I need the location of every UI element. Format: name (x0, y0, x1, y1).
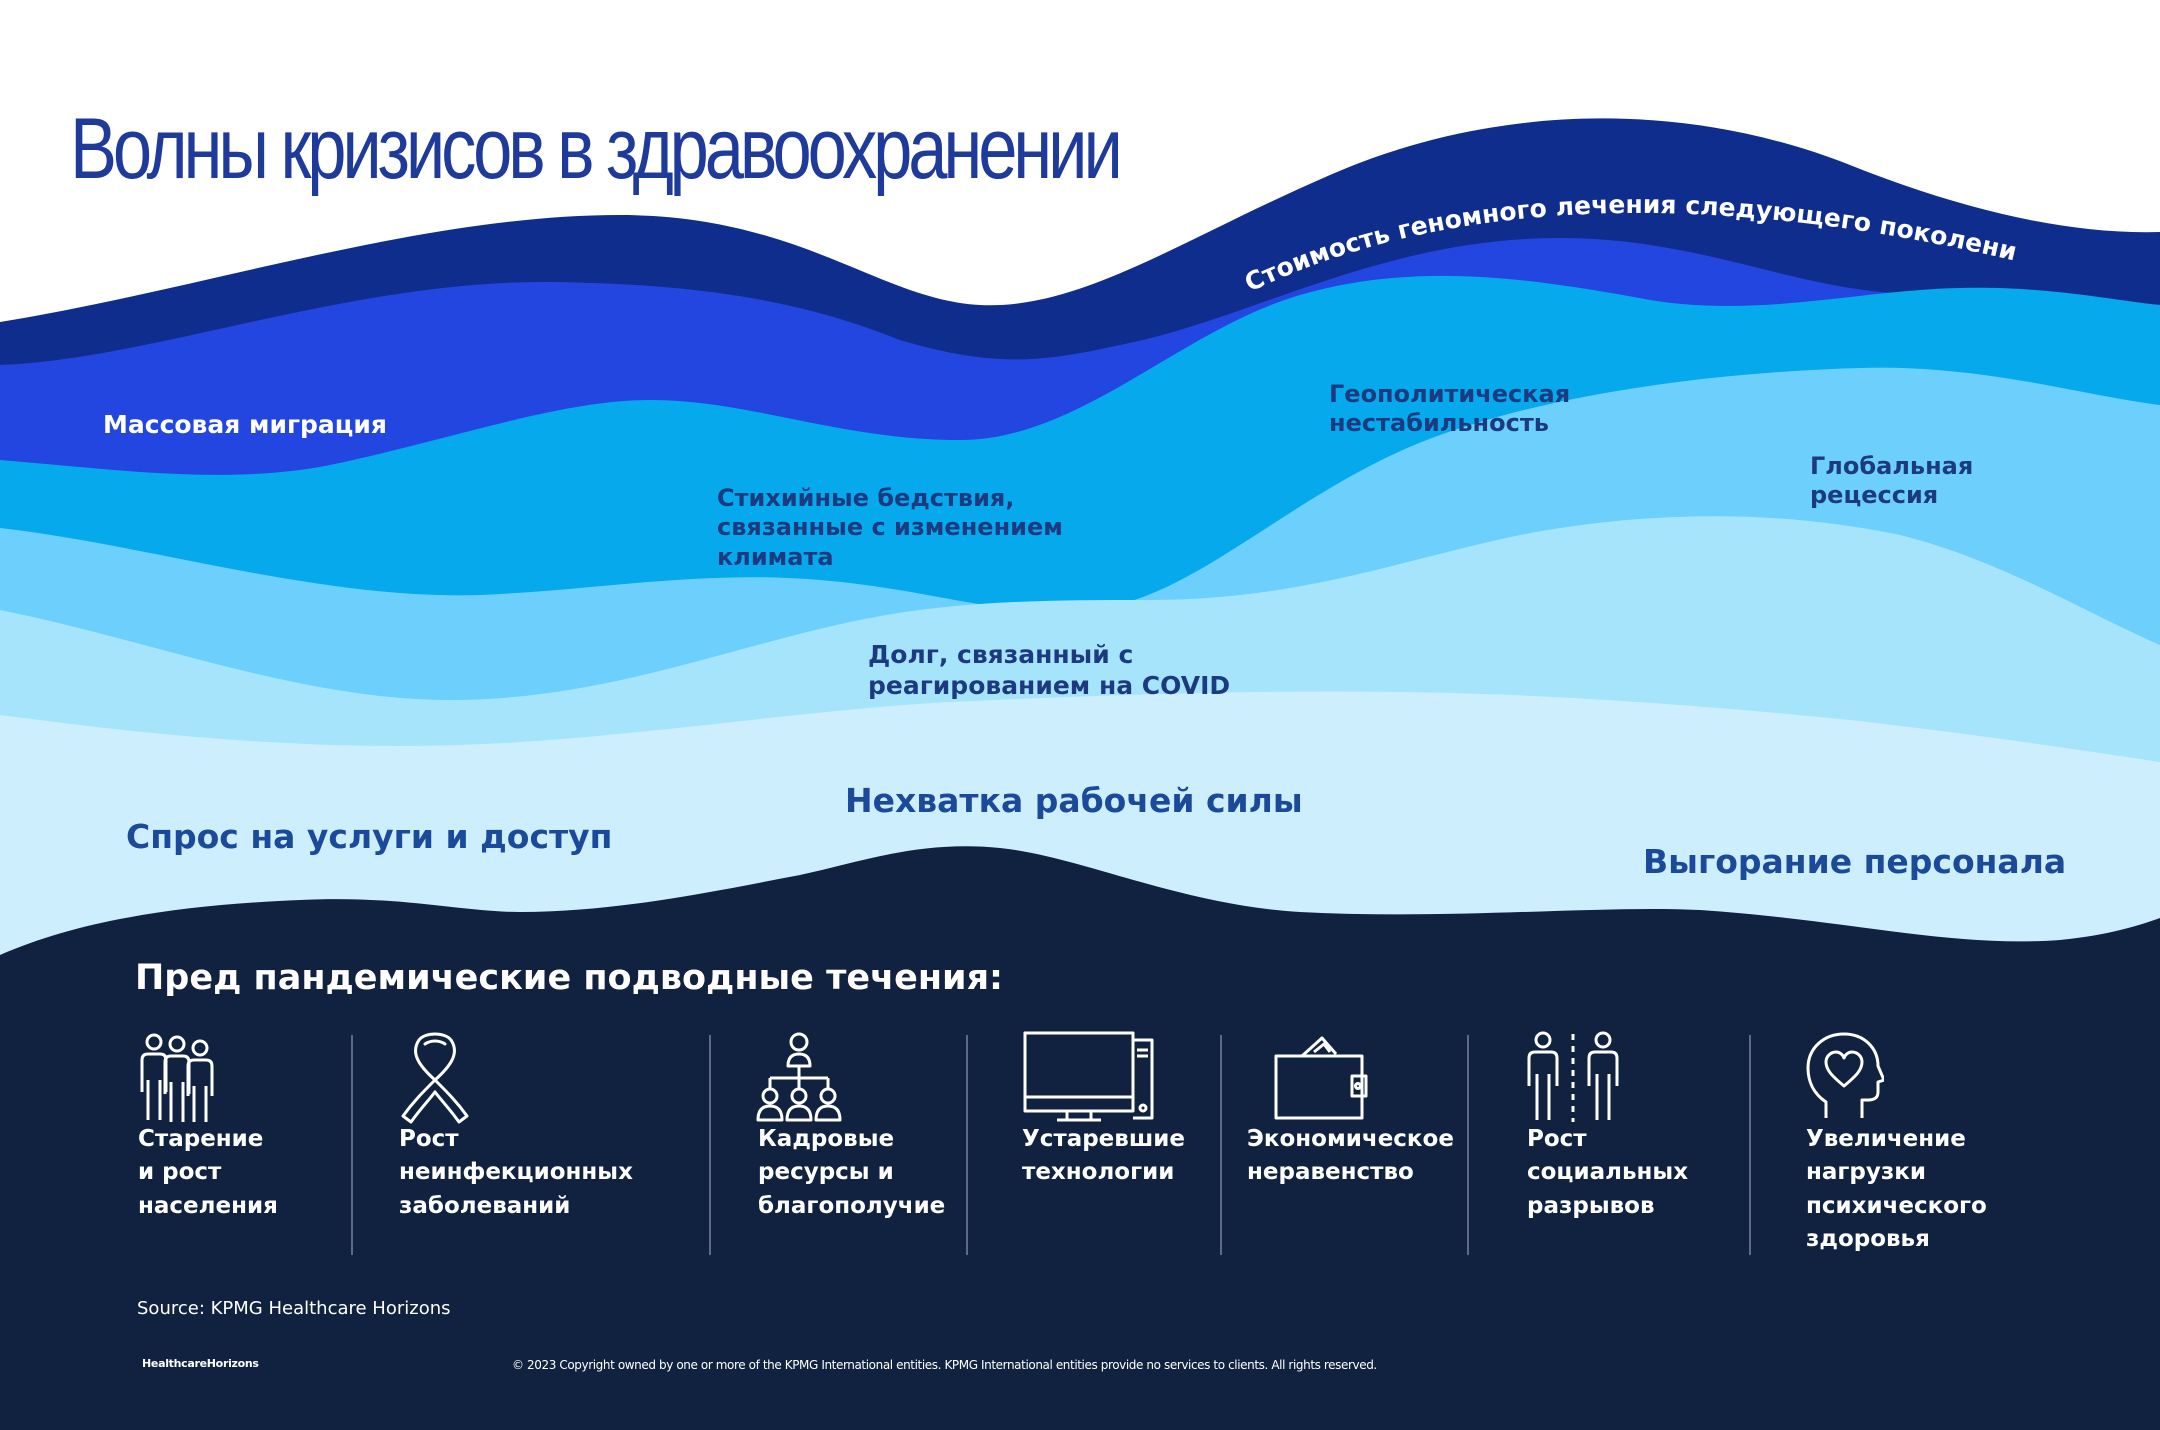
wave-label-geopolitical-instability: Геополитическая нестабильность (1329, 380, 1571, 438)
copyright-note: © 2023 Copyright owned by one or more of… (512, 1358, 1377, 1372)
wave-label-workforce-shortage: Нехватка рабочей силы (845, 781, 1303, 820)
undercurrent-divider (1749, 1035, 1751, 1255)
undercurrent-item (1523, 1030, 1623, 1125)
undercurrent-label-ncd-growth: Рост неинфекционных заболеваний (399, 1126, 633, 1219)
undercurrent-label-social-gaps: Рост социальных разрывов (1527, 1126, 1689, 1219)
wave-label-mass-migration: Массовая миграция (103, 410, 387, 439)
org-chart-icon (756, 1032, 842, 1122)
undercurrent-label-mental-health: Увеличение нагрузки психического здоровь… (1806, 1126, 1987, 1253)
undercurrent-divider (966, 1035, 968, 1255)
wallet-icon (1274, 1036, 1368, 1120)
undercurrent-item (132, 1030, 222, 1125)
undercurrent-label-workforce-wellbeing: Кадровые ресурсы и благополучие (758, 1126, 946, 1219)
page-title: Волны кризисов в здравоохранении (70, 101, 1123, 197)
wave-label-climate-disasters: Стихийные бедствия, связанные с изменени… (717, 484, 1063, 571)
desktop-computer-icon (1023, 1031, 1154, 1122)
people-group-icon (140, 1033, 214, 1122)
undercurrent-item (1804, 1030, 1884, 1125)
undercurrents-heading: Пред пандемические подводные течения: (135, 958, 1004, 998)
undercurrent-label-legacy-technology: Устаревшие технологии (1022, 1126, 1185, 1186)
two-people-divided-icon (1527, 1031, 1619, 1122)
head-heart-icon (1806, 1032, 1884, 1118)
undercurrent-label-aging-population: Старение и рост населения (138, 1126, 278, 1219)
awareness-ribbon-icon (401, 1032, 469, 1124)
undercurrent-item (395, 1030, 475, 1125)
source-note: Source: KPMG Healthcare Horizons (137, 1298, 451, 1319)
undercurrent-divider (709, 1035, 711, 1255)
undercurrent-item (1022, 1030, 1157, 1125)
undercurrent-label-economic-inequality: Экономическое неравенство (1247, 1126, 1454, 1186)
wave-label-service-demand: Спрос на услуги и доступ (126, 817, 613, 856)
undercurrent-divider (1467, 1035, 1469, 1255)
wave-label-global-recession: Глобальная рецессия (1810, 452, 1974, 510)
undercurrent-divider (1220, 1035, 1222, 1255)
brand-logo: HealthcareHorizons (142, 1357, 259, 1370)
undercurrent-item (752, 1030, 847, 1125)
undercurrent-divider (351, 1035, 353, 1255)
wave-label-covid-debt: Долг, связанный с реагированием на COVID (868, 640, 1231, 700)
undercurrents-band (0, 846, 2160, 1430)
wave-label-staff-burnout: Выгорание персонала (1643, 842, 2067, 881)
undercurrent-item (1272, 1030, 1372, 1125)
